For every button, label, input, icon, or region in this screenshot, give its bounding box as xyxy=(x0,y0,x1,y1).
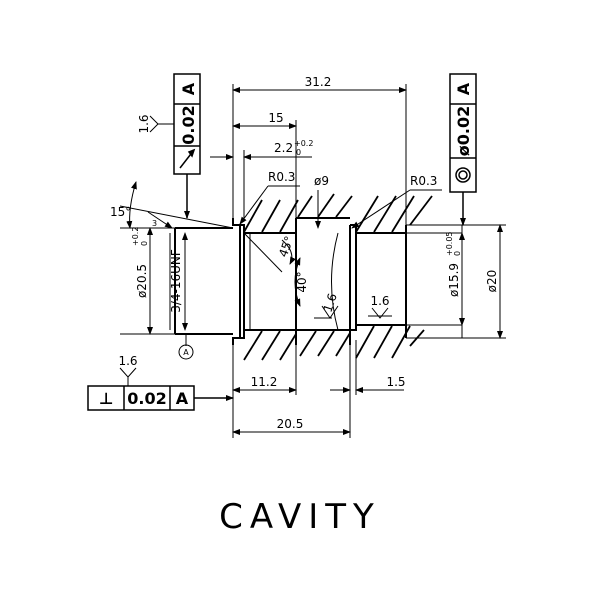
perpendicularity-datum: A xyxy=(176,389,189,408)
runout-datum: A xyxy=(179,82,198,95)
dim-length-11-2: 11.2 xyxy=(251,375,278,389)
drawing-title: CAVITY xyxy=(219,497,381,537)
dim-radius-left: R0.3 xyxy=(268,170,295,184)
perpendicularity-finish: 1.6 xyxy=(118,354,137,368)
dim-angle-45: 45° xyxy=(276,234,296,259)
finish-bore: 1.6 xyxy=(370,294,389,308)
dim-dia-15-9: ø15.9 xyxy=(447,263,461,297)
concentricity-tolerance: ø0.02 xyxy=(454,106,473,156)
dim-length-20-5: 20.5 xyxy=(277,417,304,431)
runout-finish: 1.6 xyxy=(137,114,151,133)
dim-length-15: 15 xyxy=(268,111,283,125)
dim-dia-15-9-tol-lower: 0 xyxy=(453,251,462,256)
dim-angle-40: 40° xyxy=(295,271,309,292)
surface-finish-symbols xyxy=(321,305,389,319)
section-hatching xyxy=(243,193,433,361)
dim-length-1-5: 1.5 xyxy=(386,375,405,389)
dim-dia-20-5-tol-lower: 0 xyxy=(140,241,149,246)
runout-tolerance: 0.02 xyxy=(179,105,198,144)
dim-chamfer-length: 2.2 xyxy=(274,141,293,155)
dim-tiny-3: 3 xyxy=(152,219,157,228)
datum-label: A xyxy=(183,348,189,357)
dim-radius-right: R0.3 xyxy=(410,174,437,188)
dim-chamfer-tol-lower: 0 xyxy=(296,148,301,157)
finish-cone: 1.6 xyxy=(321,292,340,314)
perpendicularity-fcf xyxy=(87,367,234,411)
dim-dia-9: ø9 xyxy=(314,174,329,188)
dim-dia-20-5-tol-upper: +0.2 xyxy=(131,227,140,246)
dim-thread: 3/4-16UNF xyxy=(169,249,183,313)
dim-dia-15-9-tol-upper: +0.05 xyxy=(445,231,454,256)
dim-chamfer-tol-upper: +0.2 xyxy=(294,139,313,148)
runout-finish-symbol xyxy=(149,115,174,133)
dim-dia-20: ø20 xyxy=(485,270,499,293)
perpendicularity-symbol: ⊥ xyxy=(99,389,114,408)
dimension-lines xyxy=(119,84,506,438)
part-outline xyxy=(120,217,407,345)
dim-dia-20-5: ø20.5 xyxy=(135,264,149,298)
dim-angle-15: 15° xyxy=(110,205,131,219)
datum-leader xyxy=(178,335,194,360)
concentricity-fcf xyxy=(449,73,477,226)
dim-overall-length: 31.2 xyxy=(305,75,332,89)
concentricity-datum: A xyxy=(454,82,473,95)
perpendicularity-tolerance: 0.02 xyxy=(127,389,166,408)
